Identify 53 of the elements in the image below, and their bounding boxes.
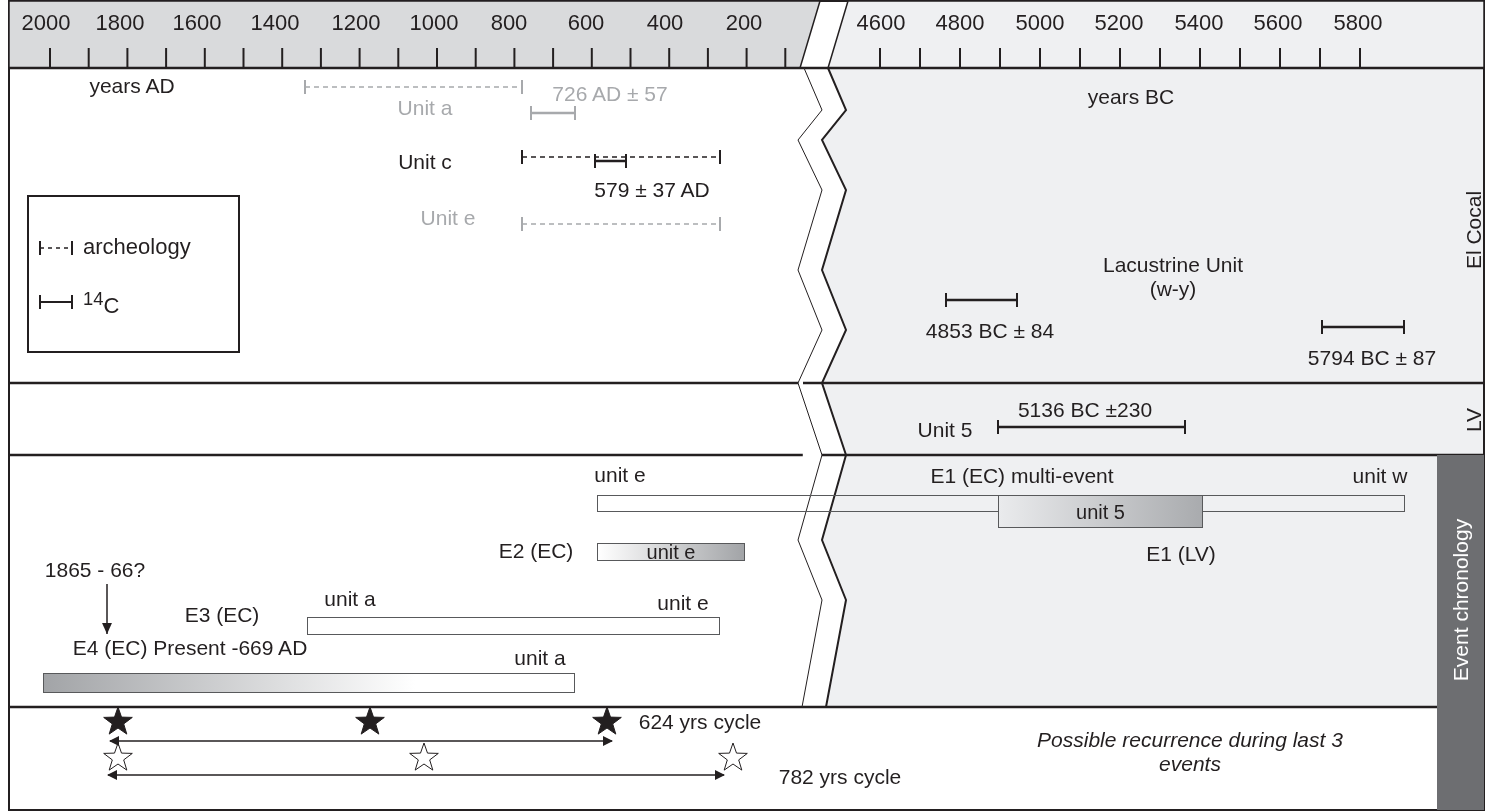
axis-title: years AD [89,73,175,99]
axis-tick-label: 5600 [1253,10,1303,36]
event-label: E4 (EC) Present -669 AD [72,635,308,661]
unit-label: Unit e [420,205,476,231]
date-label: 726 AD ± 57 [552,81,668,107]
unit-label: Unit a [397,95,453,121]
time-span-bar: unit 5 [998,495,1203,528]
date-label: 5794 BC ± 87 [1307,345,1437,371]
time-span-bar [43,673,575,693]
unit-label: Lacustrine Unit (w-y) [1101,252,1245,302]
axis-tick-label: 2000 [21,10,71,36]
unit-label: Unit c [398,149,452,175]
date-label: 4853 BC ± 84 [925,318,1055,344]
axis-tick-label: 4800 [935,10,985,36]
panel-label: Event chronology [1448,518,1473,682]
time-span-bar [307,617,720,635]
axis-tick-label: 5400 [1174,10,1224,36]
event-label: E2 (EC) [498,538,574,564]
unit-label: unit w [1352,463,1408,489]
axis-tick-label: 5000 [1015,10,1065,36]
event-label: E1 (EC) multi-event [930,463,1114,489]
axis-tick-label: 5800 [1333,10,1383,36]
unit-label: Unit 5 [917,417,973,443]
axis-tick-label: 400 [646,10,684,36]
axis-tick-label: 1400 [250,10,300,36]
unit-label: unit a [324,586,376,612]
time-span-bar: unit e [597,543,745,561]
date-label: 5136 BC ±230 [1017,397,1153,423]
event-label: E3 (EC) [184,602,260,628]
panel-label: LV [1461,407,1486,433]
legend-text: $^{14}$C [83,288,120,320]
axis-tick-label: 1200 [331,10,381,36]
axis-tick-label: 600 [567,10,605,36]
date-label: 579 ± 37 AD [594,177,710,203]
axis-tick-label: 200 [725,10,763,36]
unit-label: unit e [594,462,646,488]
arrow [102,583,112,635]
axis-tick-label: 1000 [409,10,459,36]
axis-tick-label: 800 [490,10,528,36]
cycle-label: 624 yrs cycle [638,709,762,735]
axis-tick-label: 4600 [856,10,906,36]
axis-tick-label: 1800 [95,10,145,36]
note-text: Possible recurrence during last 3 events [1036,727,1344,777]
axis-tick-label: 1600 [172,10,222,36]
unit-label: unit e [657,590,709,616]
legend-text: archeology [83,234,191,260]
axis-title: years BC [1087,84,1175,110]
axis-tick-label: 5200 [1094,10,1144,36]
event-label: E1 (LV) [1146,541,1216,567]
cycle-label: 782 yrs cycle [778,764,902,790]
unit-label: unit a [514,645,566,671]
date-label: 1865 - 66? [44,557,146,583]
panel-label: El Cocal [1461,190,1486,270]
